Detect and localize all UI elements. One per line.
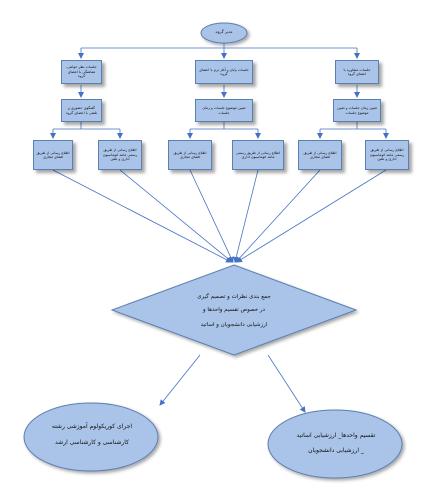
- level3-box-6: اطلاع رسانی از طریق رسمی مانند اتوماسیون…: [365, 140, 409, 170]
- outcome-left-line2: کارشناسی و کارشناسی ارشد: [55, 439, 129, 446]
- level3-box-2: اطلاع رسانی از طریق رسمی مانند اتوماسیون…: [98, 140, 142, 170]
- level3-box-3: اطلاع رسانی از طریق فضای مجازی: [168, 140, 212, 170]
- decision-text-line3: ارزشیابی دانشجویان و اساتید: [200, 322, 268, 328]
- root-connectors: [50, 43, 389, 413]
- decision-text-line1: جمع بندی نظرات و تصمیم گیری: [197, 294, 271, 300]
- level2-box-right: تعیین زمان جلسات و تعیین موضوع جلسات: [333, 99, 381, 122]
- level3-box-5: اطلاع رسانی از طریق فضای مجازی: [298, 140, 342, 170]
- level1-box-right: جلسات مشاوره با اعضای گروه: [335, 60, 379, 84]
- outcome-left-oval: [23, 402, 159, 472]
- level2-box-middle: تعیین موضوع جلسات و زمان جلسات: [195, 99, 253, 122]
- level2-box-left: گفتگوی حضوری و تلفنی با اعضای گروه: [61, 99, 102, 122]
- outcome-right-oval: [267, 409, 403, 479]
- level3-box-1: اطلاع رسانی از طریق فضای مجازی: [33, 140, 73, 170]
- level1-box-left: جلسات نظر خواهی، هماهنگی با اعضای گروه: [61, 60, 102, 84]
- level3-box-4: اطلاع رسانی از طریق رسمی مانند اتوماسیون…: [232, 140, 284, 170]
- outcome-right-line2: _ ارزشیابی دانشجویان: [308, 447, 364, 454]
- root-label: مدیر گروه: [215, 29, 233, 34]
- level1-box-middle: جلسات پایان و آغاز ترم با اعضای گروه: [195, 60, 253, 84]
- outcome-right-line1: تقسیم واحدها_ ارزشیابی اساتید: [296, 432, 376, 439]
- outcome-left-line1: اجرای کوریکولوم آموزشی رشته: [51, 423, 133, 430]
- decision-text-line2: در خصوص تقسیم واحدها و: [202, 307, 265, 313]
- decision-diamond: [110, 264, 358, 356]
